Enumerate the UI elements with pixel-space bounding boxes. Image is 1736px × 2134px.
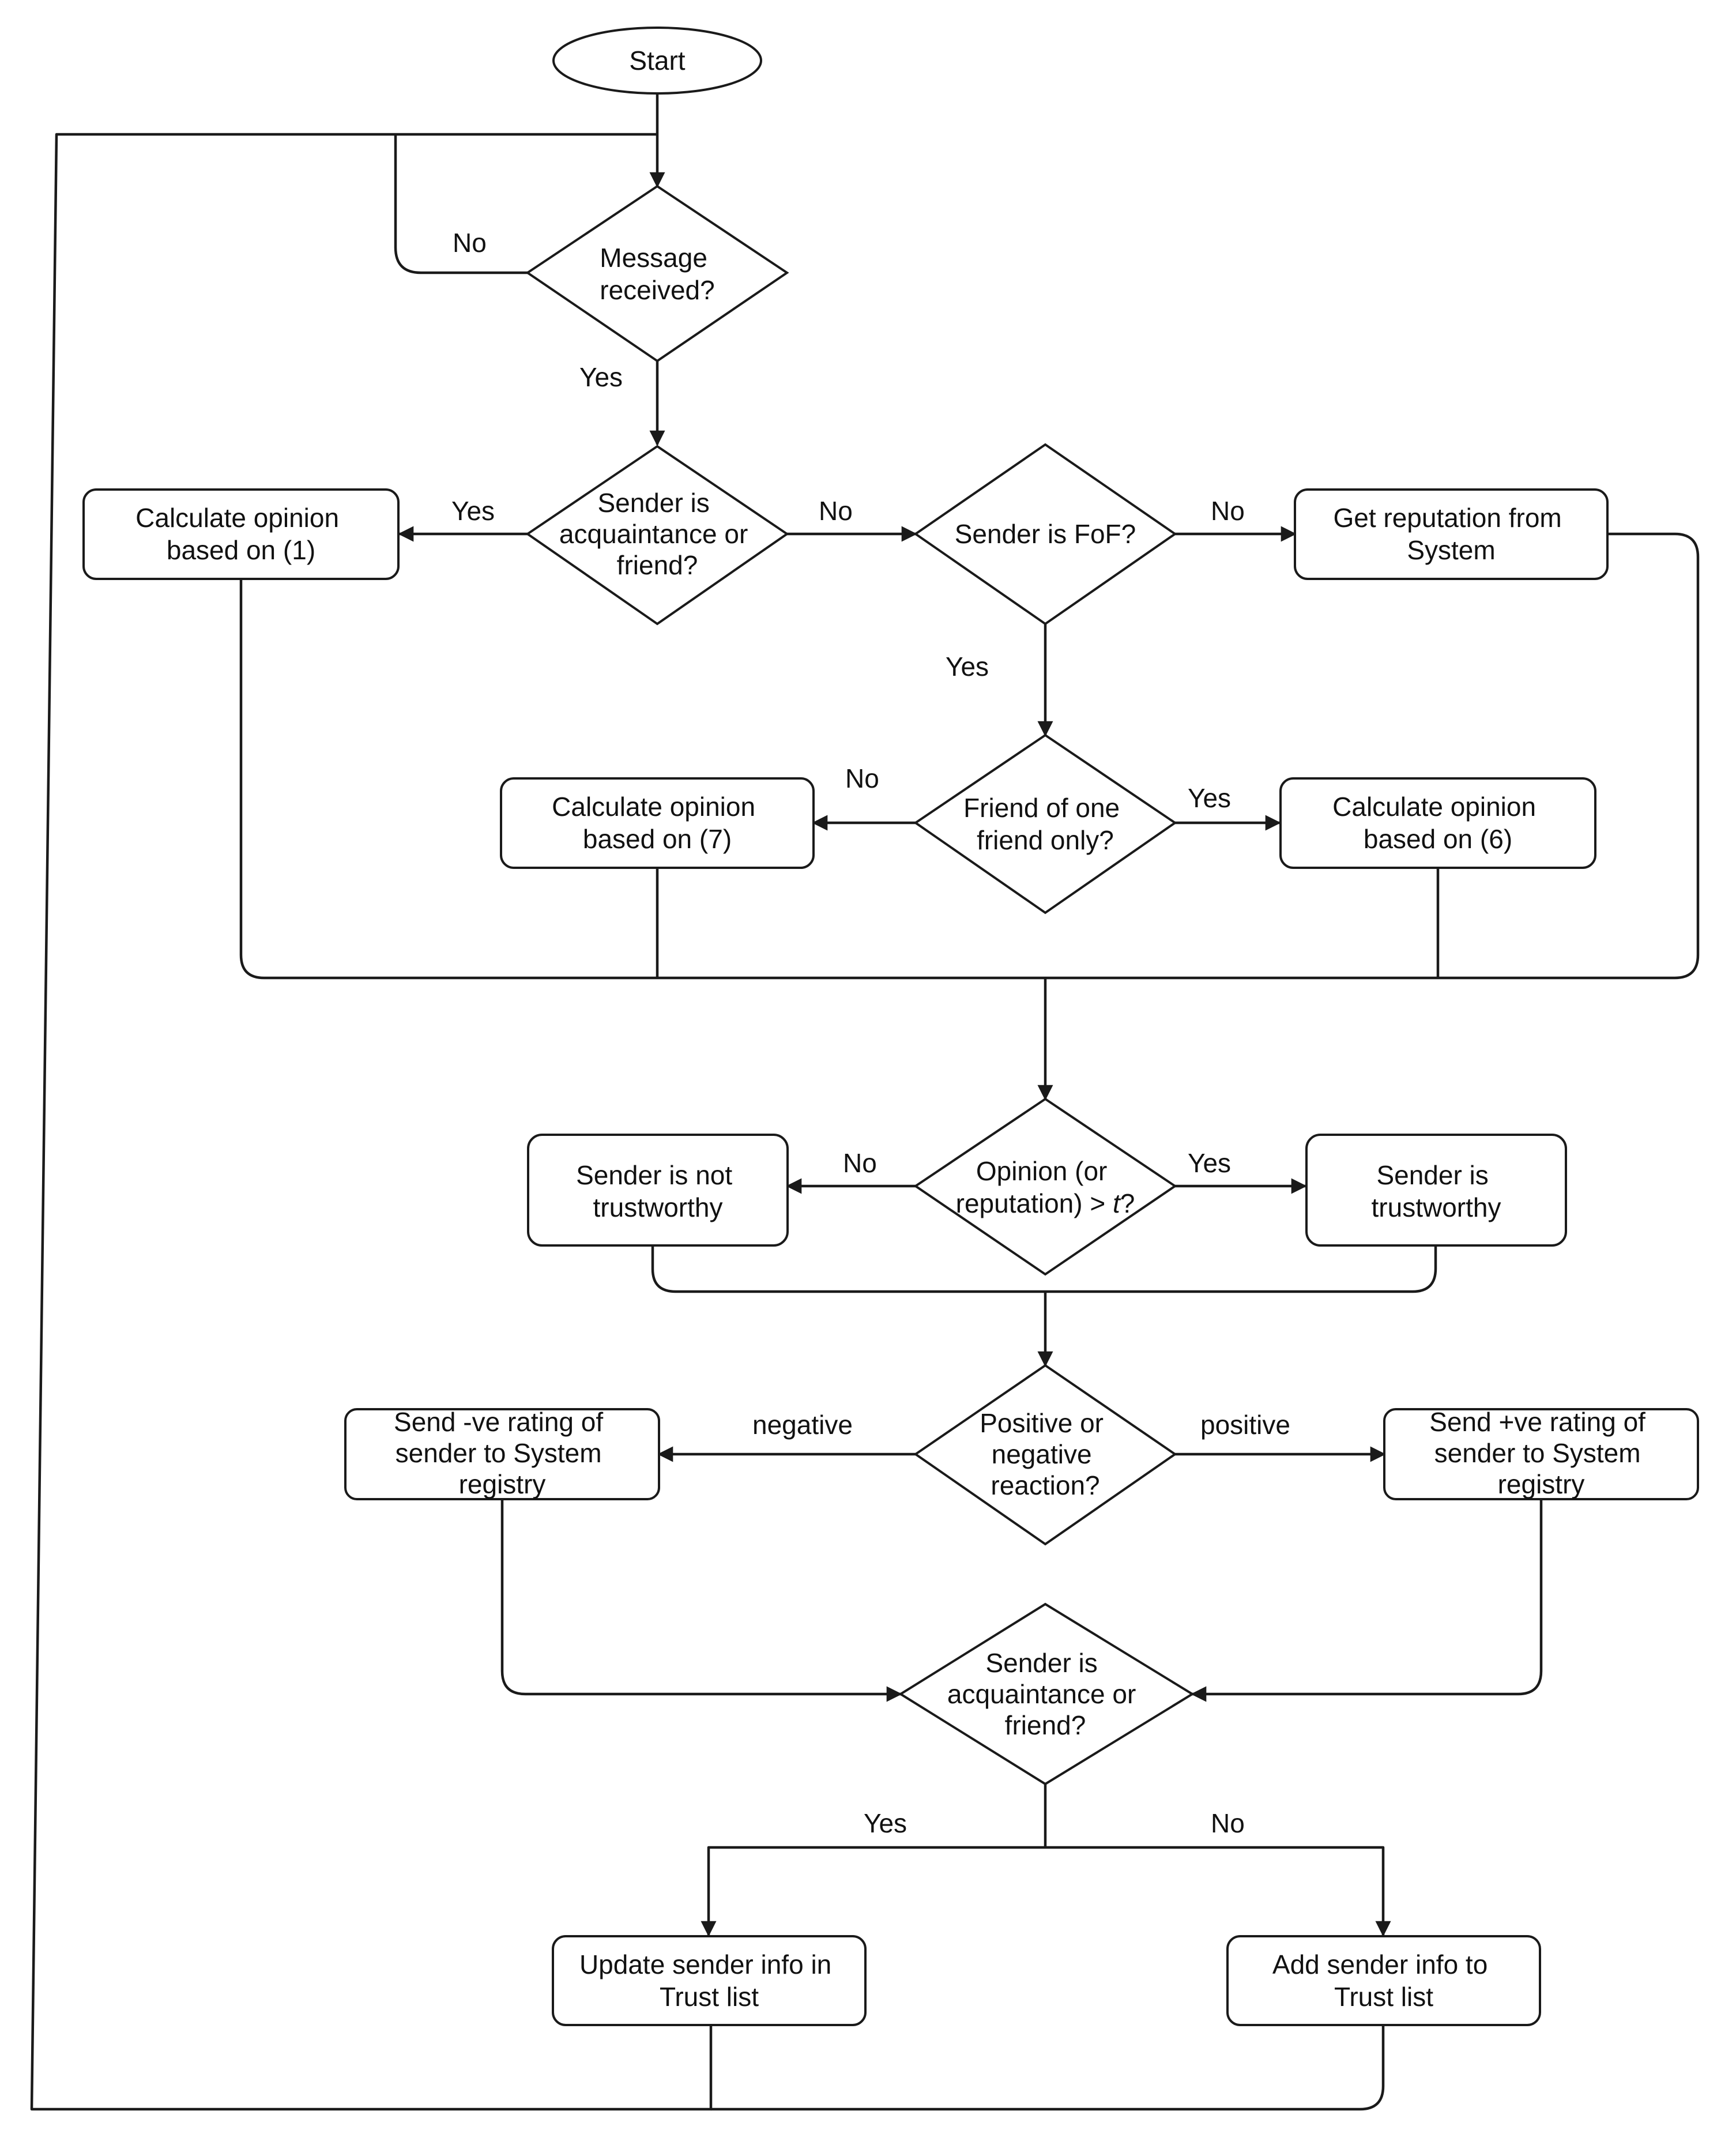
send-positive-box: Send +ve rating of sender to System regi… bbox=[1383, 1407, 1699, 1500]
svg-text:Opinion (or reputation: Opinion (or reputation) > t? bbox=[956, 1156, 1135, 1218]
acquaintance-decision-2: Sender is acquaintance or friend? bbox=[898, 1602, 1195, 1786]
svg-text:Send -ve rating of sen: Send -ve rating of sender to System regi… bbox=[394, 1407, 611, 1499]
label-acq1-no: No bbox=[819, 496, 853, 526]
get-reputation-box: Get reputation from System bbox=[1294, 488, 1609, 580]
reaction-decision: Positive or negative reaction? bbox=[913, 1364, 1177, 1546]
svg-text:Calculate opinion base: Calculate opinion based on (6) bbox=[1332, 792, 1543, 854]
trustworthy-box: Sender is trustworthy bbox=[1305, 1134, 1567, 1247]
label-onefriend-yes: Yes bbox=[1188, 783, 1231, 813]
svg-text:Sender is acquaintance: Sender is acquaintance or friend? bbox=[947, 1648, 1143, 1740]
edge-loop-back bbox=[30, 133, 713, 2111]
fof-decision: Sender is FoF? bbox=[913, 443, 1177, 626]
label-message-yes: Yes bbox=[579, 362, 623, 392]
edge-acq2-yes bbox=[701, 1846, 1045, 1937]
edge-acq2-no bbox=[1045, 1846, 1391, 1937]
one-friend-decision: Friend of one friend only? bbox=[913, 733, 1177, 914]
message-received-decision: Message received? bbox=[525, 185, 789, 363]
svg-text:Start: Start bbox=[629, 46, 685, 76]
svg-text:Add sender info to Tru: Add sender info to Trust list bbox=[1272, 1949, 1495, 2012]
label-reaction-positive: positive bbox=[1200, 1410, 1290, 1440]
label-acq2-yes: Yes bbox=[864, 1808, 907, 1838]
svg-text:Message received?: Message received? bbox=[600, 243, 714, 305]
label-acq2-no: No bbox=[1211, 1808, 1245, 1838]
svg-text:Update sender info in: Update sender info in Trust list bbox=[579, 1949, 839, 2012]
acquaintance-decision-1: Sender is acquaintance or friend? bbox=[525, 445, 789, 626]
svg-text:Sender is trustworthy: Sender is trustworthy bbox=[1372, 1160, 1501, 1222]
svg-text:Sender is FoF?: Sender is FoF? bbox=[955, 519, 1136, 549]
svg-text:Sender is acquaintance: Sender is acquaintance or friend? bbox=[559, 488, 755, 580]
edge-positive-to-acq2 bbox=[1191, 1499, 1543, 1702]
edge-message-no bbox=[394, 134, 528, 274]
start-text: Start bbox=[629, 46, 685, 76]
label-reaction-negative: negative bbox=[752, 1410, 853, 1440]
opinion-threshold-decision: Opinion (or reputation) > t? bbox=[913, 1097, 1177, 1276]
label-onefriend-no: No bbox=[845, 763, 879, 793]
svg-text:Get reputation from Sy: Get reputation from System bbox=[1333, 503, 1569, 565]
edge-loop-from-add bbox=[711, 2025, 1385, 2111]
calc-opinion-7-box: Calculate opinion based on (7) bbox=[500, 777, 815, 869]
label-message-no: No bbox=[453, 228, 487, 258]
svg-text:Send +ve rating of sen: Send +ve rating of sender to System regi… bbox=[1429, 1407, 1652, 1499]
start-node: Start bbox=[552, 27, 762, 95]
label-fof-yes: Yes bbox=[946, 652, 989, 682]
label-acq1-yes: Yes bbox=[451, 496, 495, 526]
not-trustworthy-box: Sender is not trustworthy bbox=[527, 1134, 789, 1247]
nodes: Start Message received? Sender is acquai… bbox=[82, 27, 1699, 2026]
update-sender-box: Update sender info in Trust list bbox=[552, 1935, 867, 2026]
edge-merge-opinions bbox=[239, 532, 1700, 980]
label-opinion-yes: Yes bbox=[1188, 1148, 1231, 1178]
svg-text:Calculate opinion base: Calculate opinion based on (1) bbox=[135, 503, 347, 565]
edge-negative-to-acq2 bbox=[500, 1499, 902, 1702]
svg-text:Positive or negative: Positive or negative reaction? bbox=[980, 1408, 1111, 1500]
calc-opinion-1-box: Calculate opinion based on (1) bbox=[82, 488, 400, 580]
label-opinion-no: No bbox=[843, 1148, 877, 1178]
add-sender-box: Add sender info to Trust list bbox=[1226, 1935, 1541, 2026]
svg-text:Calculate opinion base: Calculate opinion based on (7) bbox=[552, 792, 763, 854]
svg-text:Friend of one friend o: Friend of one friend only? bbox=[963, 793, 1127, 855]
calc-opinion-6-box: Calculate opinion based on (6) bbox=[1279, 777, 1596, 869]
send-negative-box: Send -ve rating of sender to System regi… bbox=[344, 1407, 660, 1500]
edges bbox=[30, 94, 1700, 2111]
edge-labels: No Yes Yes No No Yes No Yes No Yes negat… bbox=[451, 228, 1290, 1838]
svg-text:Sender is not trustwor: Sender is not trustworthy bbox=[576, 1160, 740, 1222]
label-fof-no: No bbox=[1211, 496, 1245, 526]
